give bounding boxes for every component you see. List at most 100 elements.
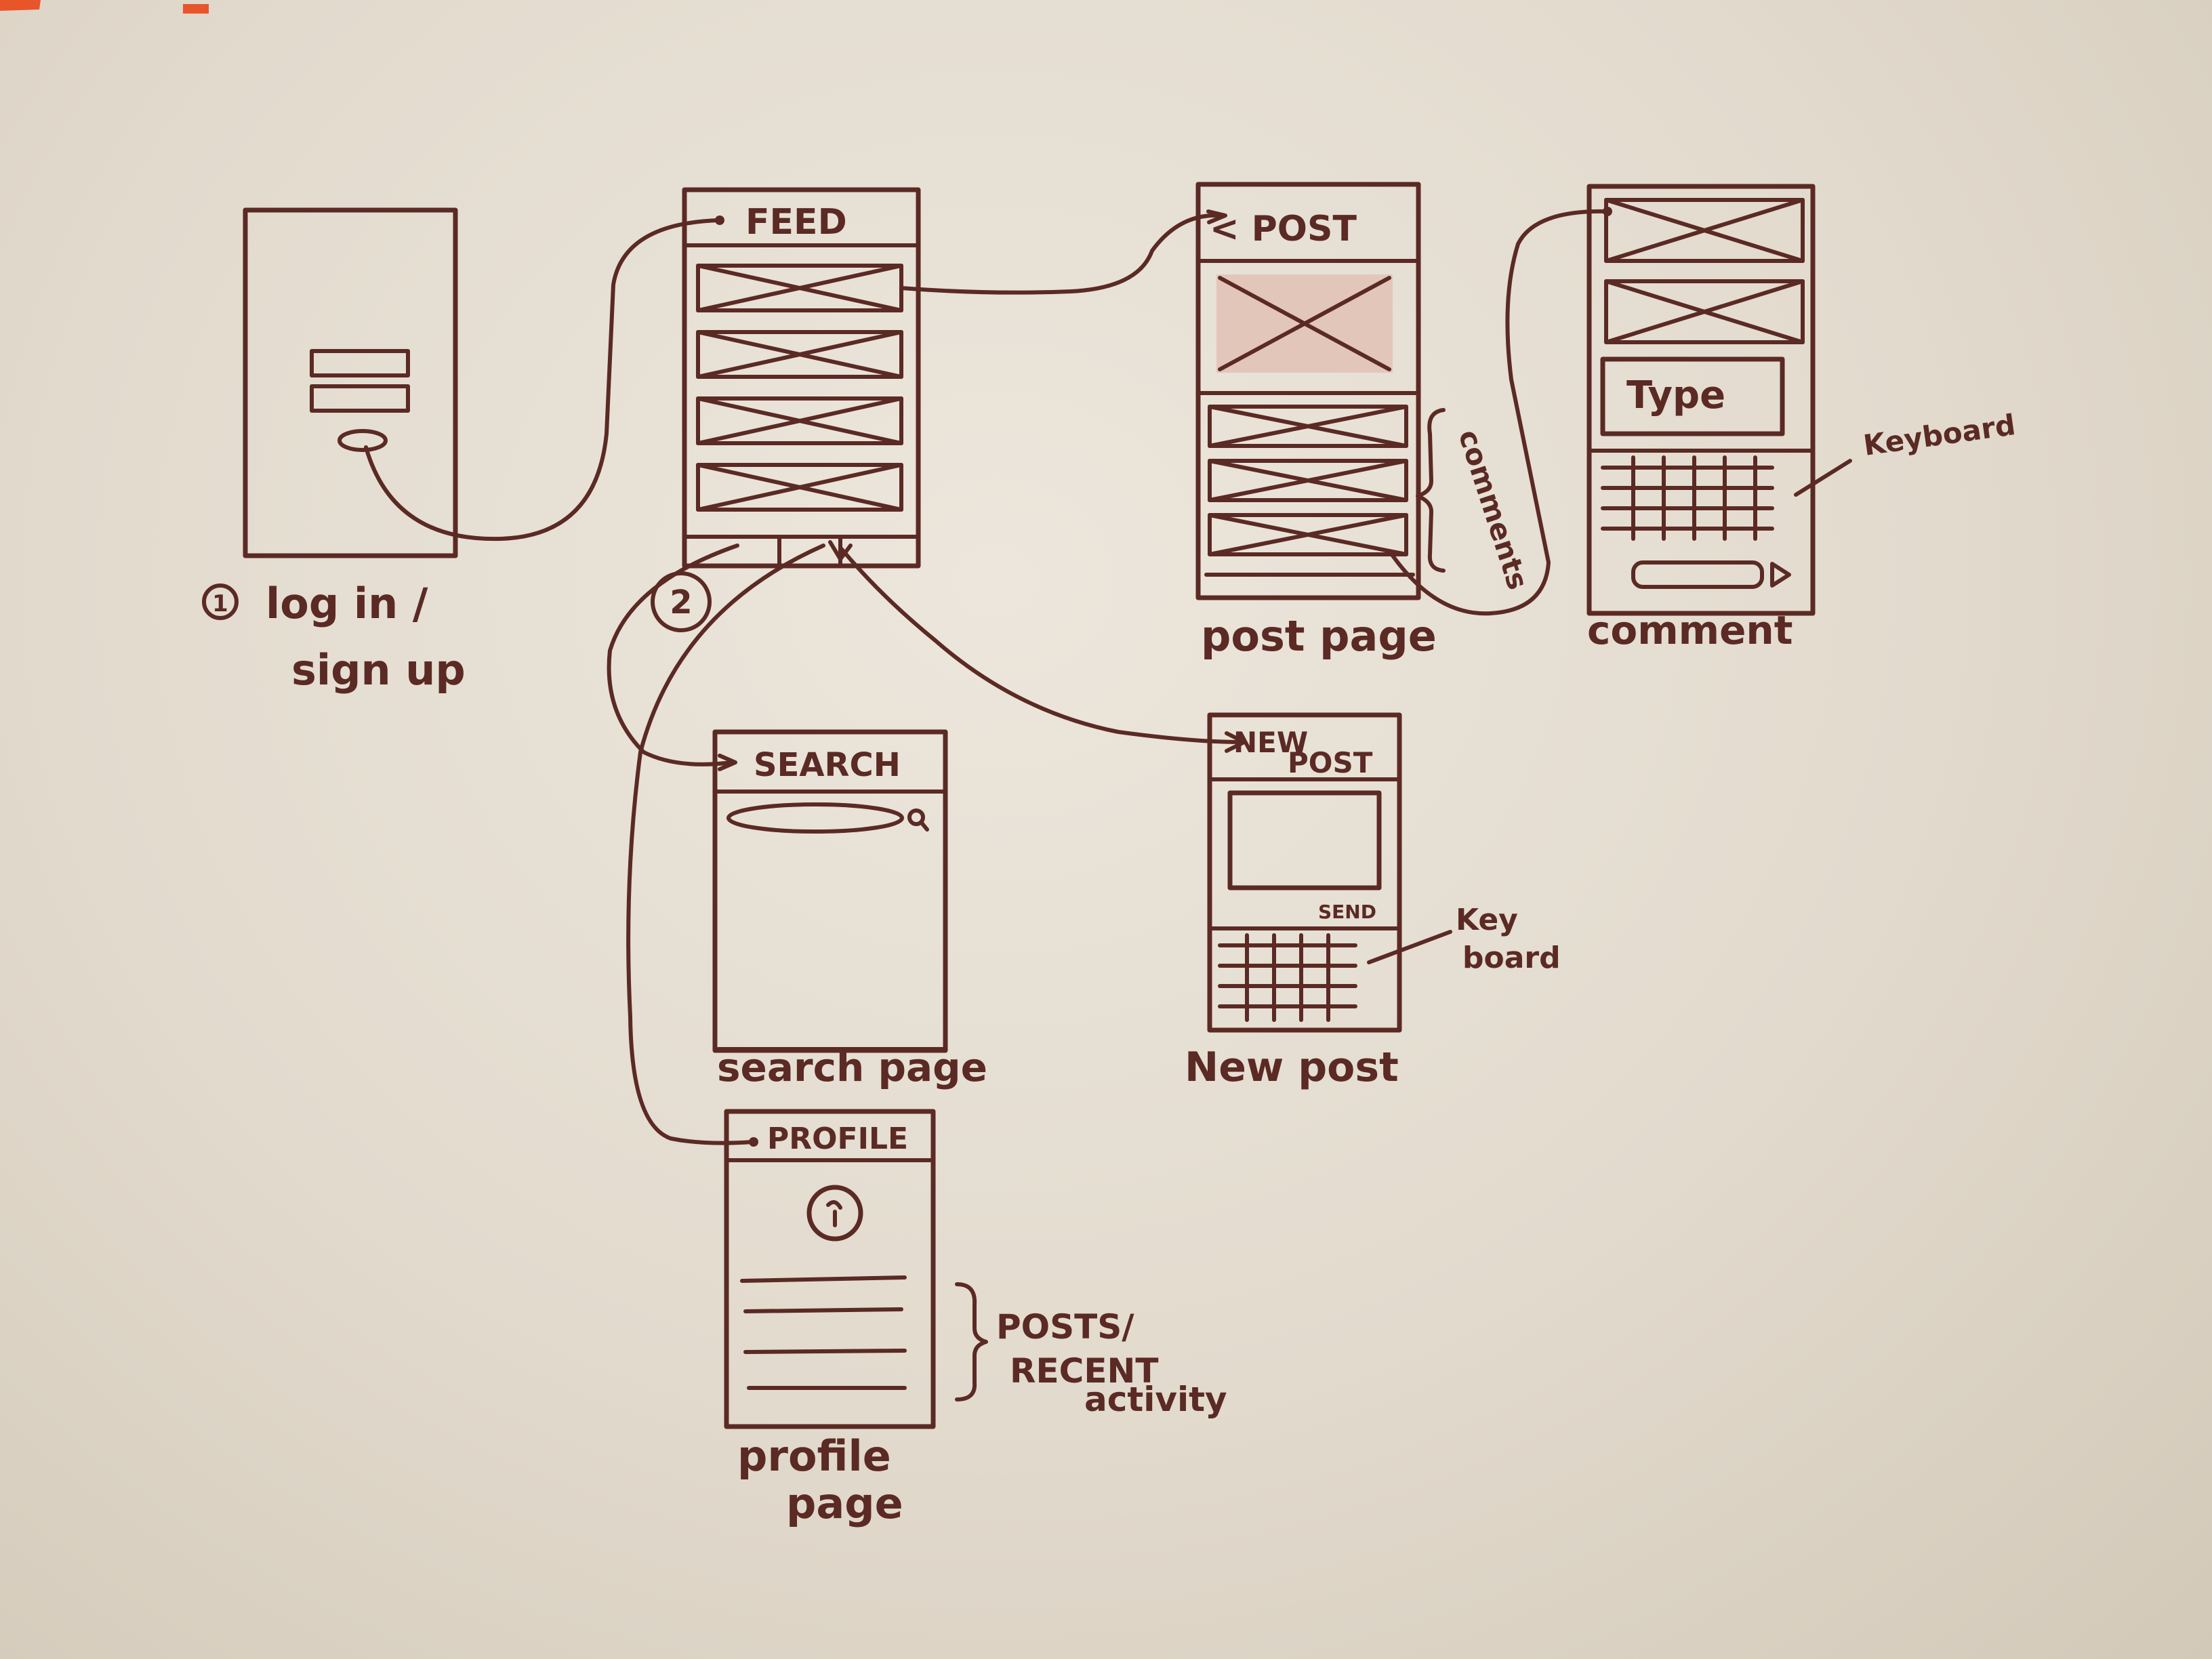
feed-post-4-placeholder [696, 463, 903, 512]
step-one-number: 1 [212, 590, 228, 617]
step-two-number: 2 [670, 583, 692, 621]
comment-input-box [1600, 356, 1785, 436]
new-post-screen: NEW POST SEND Key board New post [1185, 712, 1561, 1091]
post-comment-2-placeholder [1208, 459, 1408, 502]
post-comment-3-placeholder [1208, 513, 1408, 556]
feed-to-new-post-arrow [838, 546, 1242, 744]
feed-post-3 [696, 396, 903, 445]
comment-input-label: Type [1626, 373, 1725, 417]
orange-marker-scribble [0, 0, 41, 11]
search-header: SEARCH [754, 746, 901, 784]
comment-send-field [1631, 560, 1764, 589]
comment-side-note: Keyboard [1862, 408, 2018, 462]
activity-brace [955, 1282, 988, 1401]
search-screen: SEARCH search page [712, 729, 987, 1090]
username-field [310, 349, 410, 377]
new-post-header-line2: POST [1288, 746, 1373, 779]
comment-context-reply-placeholder [1604, 279, 1805, 344]
feed-post-list [696, 264, 903, 512]
feed-post-2-placeholder [696, 330, 903, 379]
step-two-marker [651, 571, 712, 632]
comment-context-post-placeholder [1604, 198, 1805, 263]
new-post-phone-frame [1207, 712, 1402, 1033]
search-icon-handle [919, 820, 929, 832]
post-caption: post page [1201, 611, 1437, 661]
login-screen: 1 log in / sign up [202, 207, 466, 695]
password-field [310, 384, 410, 413]
post-comment-list [1208, 405, 1408, 556]
avatar [806, 1185, 863, 1242]
post-page-screen: < POST comments post page [1195, 182, 1535, 661]
keyboard-pointer-line [1794, 459, 1852, 497]
feed-to-profile-arrowhead [749, 1137, 758, 1147]
post-comment-2 [1208, 459, 1408, 502]
profile-side-note-line2: RECENT [1010, 1351, 1158, 1391]
new-post-send-label: SEND [1318, 901, 1376, 923]
profile-activity-line-1 [740, 1275, 907, 1283]
feed-to-post-arrowhead [1206, 209, 1227, 224]
feed-post-3-placeholder [696, 396, 903, 445]
profile-phone-frame [724, 1109, 936, 1429]
step-one-marker [202, 583, 239, 620]
orange-marker-dot [183, 4, 209, 14]
comment-context-post [1604, 198, 1805, 263]
comment-screen: Type Keyboard comment [1586, 184, 2018, 653]
feed-post-2 [696, 330, 903, 379]
new-post-keyboard-rows [1218, 943, 1357, 1008]
post-comment-1 [1208, 405, 1408, 448]
post-image-placeholder [1218, 276, 1391, 371]
feed-tab-caret [828, 540, 853, 561]
post-to-comment-arrow [1391, 209, 1608, 616]
profile-activity-line-3 [743, 1349, 907, 1354]
post-comment-3 [1208, 513, 1408, 556]
post-to-comment-arrowhead [1603, 207, 1612, 216]
post-side-note: comments [1452, 426, 1534, 594]
feed-to-new-post-arrowhead [1225, 731, 1246, 753]
profile-caption-line2: page [786, 1479, 903, 1528]
feed-post-4 [696, 463, 903, 512]
profile-side-note-line1: POSTS/ [996, 1307, 1134, 1347]
comment-phone-frame [1586, 184, 1816, 616]
login-caption-line2: sign up [291, 645, 466, 695]
comment-keyboard-cols [1631, 455, 1757, 541]
login-to-feed-arrow [364, 218, 720, 541]
search-caption: search page [717, 1044, 987, 1090]
comment-keyboard-grid [1601, 455, 1774, 541]
feed-to-search-arrow [607, 544, 739, 766]
new-post-side-note-line1: Key [1456, 903, 1518, 937]
login-phone-frame [243, 207, 458, 558]
feed-to-search-arrowhead [718, 754, 737, 771]
search-icon [907, 808, 925, 826]
search-field [726, 802, 904, 834]
post-comment-1-placeholder [1208, 405, 1408, 448]
new-post-side-note-line2: board [1462, 941, 1561, 975]
login-caption-line1: log in / [266, 579, 428, 628]
feed-post-1-placeholder [696, 264, 903, 312]
profile-activity-line-2 [743, 1307, 903, 1313]
comments-brace [1416, 408, 1446, 573]
flow-arrows [364, 207, 1612, 1147]
profile-activity-list [740, 1275, 907, 1390]
login-to-feed-arrowhead [715, 216, 724, 225]
feed-to-profile-arrow [626, 544, 825, 1145]
feed-to-post-arrow [899, 213, 1222, 295]
new-post-caption: New post [1185, 1044, 1399, 1091]
new-post-keyboard-grid [1218, 933, 1357, 1022]
profile-caption-line1: profile [737, 1431, 891, 1481]
post-header: < POST [1210, 209, 1357, 249]
login-button [337, 429, 388, 452]
new-post-keyboard-cols [1245, 933, 1330, 1022]
feed-phone-frame [682, 187, 921, 569]
new-post-keyboard-pointer [1367, 930, 1452, 964]
avatar-face-icon [826, 1200, 842, 1227]
profile-screen: PROFILE POSTS/ RECENT activity profile p… [724, 1109, 1227, 1528]
comment-caption: comment [1587, 607, 1793, 653]
feed-header: FEED [745, 202, 847, 243]
profile-side-note-line3: activity [1084, 1380, 1227, 1419]
send-arrow-icon [1770, 562, 1791, 588]
comment-keyboard-rows [1601, 466, 1774, 531]
profile-header: PROFILE [767, 1122, 908, 1156]
new-post-text-area [1227, 790, 1382, 890]
